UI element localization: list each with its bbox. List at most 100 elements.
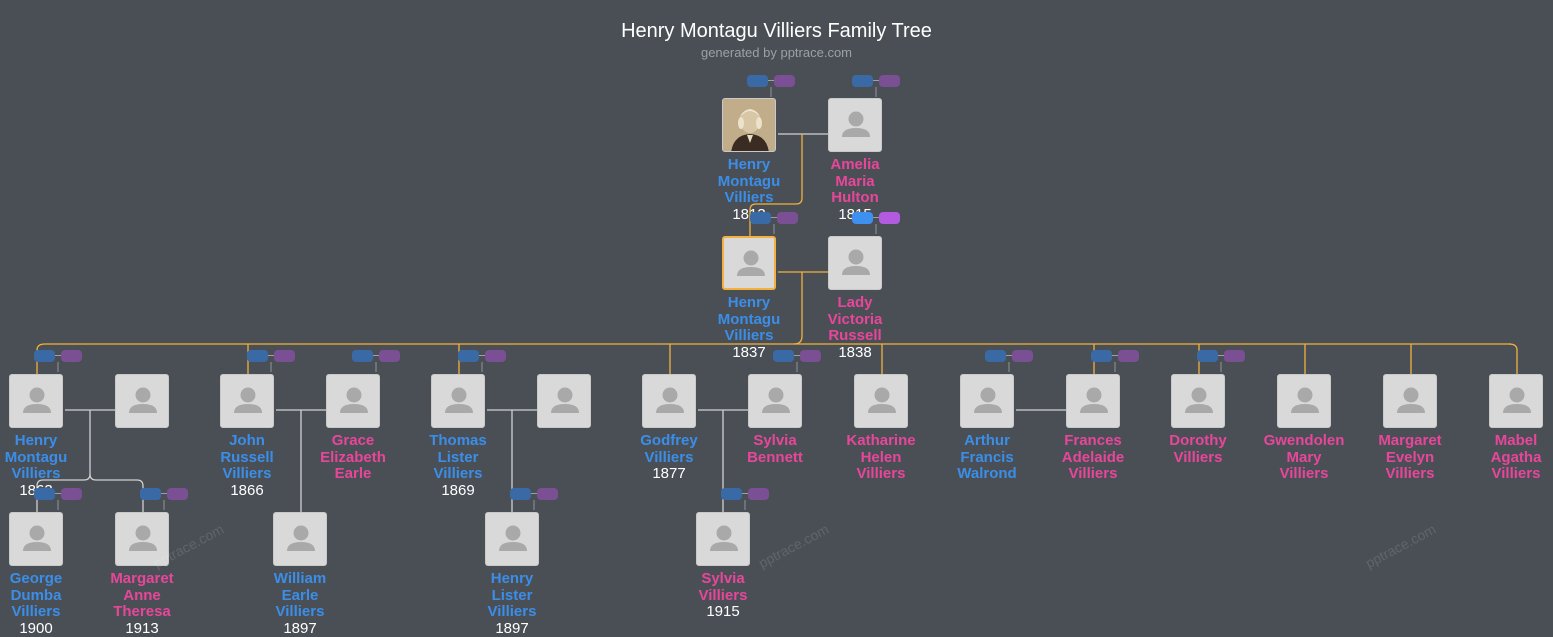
person-avatar-icon[interactable] xyxy=(9,374,63,428)
expand-ancestors-button[interactable] xyxy=(458,350,485,362)
expand-ancestors-button[interactable] xyxy=(1197,350,1224,362)
person-avatar-icon[interactable] xyxy=(273,512,327,566)
expand-descendants-button[interactable] xyxy=(61,488,82,500)
expand-controls xyxy=(458,350,506,362)
person-birth-year: 1913 xyxy=(125,619,159,637)
expand-descendants-button[interactable] xyxy=(777,212,798,224)
person-avatar-icon[interactable] xyxy=(431,374,485,428)
person-birth-year: 1877 xyxy=(652,465,686,482)
expand-ancestors-button[interactable] xyxy=(747,75,774,87)
person-avatar-icon[interactable] xyxy=(1383,374,1437,428)
person-birth-year: 1866 xyxy=(230,481,264,499)
person-avatar-icon[interactable] xyxy=(1171,374,1225,428)
person-birth-year: 1837 xyxy=(732,343,766,361)
person-avatar-icon[interactable] xyxy=(1489,374,1543,428)
person-avatar-icon[interactable] xyxy=(642,374,696,428)
person-avatar-icon[interactable] xyxy=(220,374,274,428)
expand-ancestors-button[interactable] xyxy=(985,350,1012,362)
expand-descendants-button[interactable] xyxy=(774,75,795,87)
connector-line xyxy=(36,473,91,512)
expand-ancestors-button[interactable] xyxy=(750,212,777,224)
expand-ancestors-button[interactable] xyxy=(140,488,167,500)
person-avatar-icon[interactable] xyxy=(828,236,882,290)
expand-ancestors-button[interactable] xyxy=(852,212,879,224)
expand-ancestors-button[interactable] xyxy=(773,350,800,362)
person-avatar-icon[interactable] xyxy=(696,512,750,566)
expand-descendants-button[interactable] xyxy=(1012,350,1033,362)
expand-ancestors-button[interactable] xyxy=(852,75,879,87)
person-birth-year: 1838 xyxy=(838,343,872,361)
expand-descendants-button[interactable] xyxy=(879,212,900,224)
person-birth-year: 1869 xyxy=(441,481,475,499)
expand-controls xyxy=(750,212,798,224)
expand-descendants-button[interactable] xyxy=(61,350,82,362)
expand-ancestors-button[interactable] xyxy=(510,488,537,500)
person-birth-year: 1915 xyxy=(706,603,740,620)
expand-ancestors-button[interactable] xyxy=(1091,350,1118,362)
person-birth-year: 1900 xyxy=(19,619,53,637)
person-name[interactable]: HenryMontaguVilliers1863 xyxy=(0,432,91,499)
person-avatar-icon[interactable] xyxy=(115,512,169,566)
person-avatar-icon[interactable] xyxy=(960,374,1014,428)
person-birth-year: 1897 xyxy=(283,619,317,637)
person-avatar-icon[interactable] xyxy=(1066,374,1120,428)
person-avatar-icon[interactable] xyxy=(1277,374,1331,428)
person-avatar-icon[interactable] xyxy=(485,512,539,566)
expand-descendants-button[interactable] xyxy=(274,350,295,362)
expand-descendants-button[interactable] xyxy=(748,488,769,500)
person-avatar-icon[interactable] xyxy=(854,374,908,428)
expand-controls xyxy=(510,488,558,500)
expand-ancestors-button[interactable] xyxy=(721,488,748,500)
expand-descendants-button[interactable] xyxy=(167,488,188,500)
expand-ancestors-button[interactable] xyxy=(34,488,61,500)
expand-controls xyxy=(247,350,295,362)
person-avatar-icon[interactable] xyxy=(748,374,802,428)
expand-controls xyxy=(985,350,1033,362)
expand-controls xyxy=(352,350,400,362)
expand-descendants-button[interactable] xyxy=(1224,350,1245,362)
person-avatar-icon[interactable] xyxy=(115,374,169,428)
expand-controls xyxy=(773,350,821,362)
expand-ancestors-button[interactable] xyxy=(34,350,61,362)
person-photo[interactable] xyxy=(722,98,776,152)
expand-descendants-button[interactable] xyxy=(485,350,506,362)
expand-descendants-button[interactable] xyxy=(1118,350,1139,362)
expand-descendants-button[interactable] xyxy=(537,488,558,500)
person-avatar-icon[interactable] xyxy=(828,98,882,152)
person-avatar-icon[interactable] xyxy=(9,512,63,566)
expand-descendants-button[interactable] xyxy=(800,350,821,362)
expand-descendants-button[interactable] xyxy=(879,75,900,87)
person-birth-year: 1897 xyxy=(495,619,529,637)
connector-line xyxy=(793,335,803,345)
person-avatar-icon[interactable] xyxy=(537,374,591,428)
expand-ancestors-button[interactable] xyxy=(247,350,274,362)
person-avatar-icon[interactable] xyxy=(326,374,380,428)
page-title: Henry Montagu Villiers Family Tree xyxy=(621,20,932,42)
expand-controls xyxy=(1197,350,1245,362)
expand-controls xyxy=(1091,350,1139,362)
person-avatar-icon[interactable] xyxy=(722,236,776,290)
expand-descendants-button[interactable] xyxy=(379,350,400,362)
expand-ancestors-button[interactable] xyxy=(352,350,379,362)
